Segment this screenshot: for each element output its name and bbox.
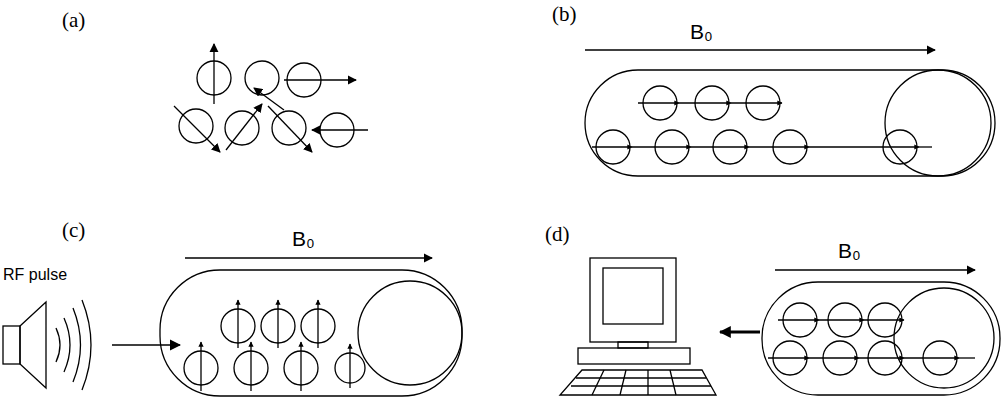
rf-speaker-part (112, 344, 180, 346)
random-spins-part (226, 104, 262, 150)
pulse-label: RF pulse (3, 266, 67, 284)
scanner-d-part (959, 357, 975, 358)
scanner-b-part (885, 70, 991, 176)
scanner-b-part (691, 146, 749, 147)
field-label: B₀ (292, 227, 315, 251)
rf-speaker-part (73, 308, 81, 382)
random-spins (174, 44, 368, 152)
rf-speaker-part (3, 326, 20, 364)
panel-letter: (a) (62, 8, 85, 32)
computer-part (618, 342, 648, 348)
scanner-d-part (864, 319, 904, 320)
scanner-d (762, 270, 1000, 395)
scanner-b-part (632, 146, 691, 147)
computer-part (647, 370, 648, 395)
rf-speaker (3, 300, 180, 390)
scanner-b-part (749, 146, 809, 147)
rf-speaker-part (56, 328, 60, 362)
scanner-c-part (300, 342, 301, 391)
scanner-d-part (809, 357, 859, 358)
scanner-b-part (638, 102, 679, 103)
scanner-c-part (185, 257, 432, 258)
computer-part (592, 370, 604, 395)
scanner-d-part (778, 319, 819, 320)
scanner-c-part (349, 344, 350, 388)
computer (560, 258, 760, 395)
scanner-b-part (585, 49, 935, 50)
field-label: B₀ (838, 239, 861, 263)
scanner-b-part (585, 70, 995, 176)
computer-part (578, 348, 690, 364)
random-spins-part (213, 44, 214, 104)
scanner-c-part (277, 300, 278, 348)
computer-part (603, 268, 663, 324)
rf-speaker-part (20, 302, 46, 388)
random-spins-part (245, 61, 279, 95)
computer-part (560, 370, 716, 395)
panel-letter: (c) (62, 218, 85, 242)
scanner-c-part (250, 342, 251, 391)
scanner-b-part (809, 146, 919, 147)
scanner-b-part (731, 102, 782, 103)
scanner-c-part (358, 281, 462, 385)
random-spins-part (174, 106, 220, 152)
scanner-b-part (592, 146, 632, 147)
scanner-d-part (859, 357, 904, 358)
random-spins-part (268, 106, 312, 152)
rf-speaker-part (64, 318, 70, 372)
computer-part (571, 385, 711, 386)
scanner-d-part (768, 357, 809, 358)
scanner-c-part (200, 342, 201, 391)
field-label: B₀ (690, 20, 713, 44)
random-spins-part (284, 79, 356, 80)
panel-letter: (d) (545, 222, 570, 246)
scanner-d-part (775, 269, 975, 270)
computer-part (620, 370, 626, 395)
scanner-c-part (317, 300, 318, 348)
scanner-b (585, 50, 995, 176)
scanner-d-part (894, 288, 994, 388)
random-spins-part (225, 111, 259, 145)
scanner-c-part (237, 300, 238, 348)
computer-part (576, 377, 706, 378)
scanner-d-part (904, 357, 959, 358)
scanner-b-part (679, 102, 731, 103)
random-spins-part (179, 109, 213, 143)
computer-part (670, 370, 676, 395)
random-spins-part (312, 129, 368, 130)
scanner-d-part (762, 282, 1000, 395)
scanner-c (160, 258, 462, 396)
scanner-d-part (819, 319, 864, 320)
scanner-c-part (160, 270, 462, 396)
computer-part (720, 331, 760, 334)
scanner-b-part (919, 146, 932, 147)
computer-part (590, 258, 676, 342)
rf-speaker-part (82, 300, 91, 390)
panel-letter: (b) (552, 2, 577, 26)
